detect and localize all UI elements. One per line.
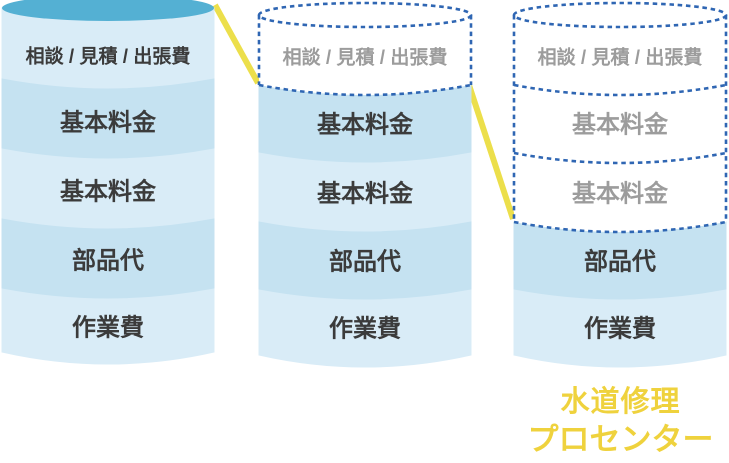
segment-label: 相談 / 見積 / 出張費 bbox=[26, 45, 191, 68]
brand-logo: 水道修理 プロセンター bbox=[512, 383, 729, 459]
cylinder-top-face bbox=[2, 0, 214, 21]
brand-logo-line-2: プロセンター bbox=[527, 422, 714, 457]
dashed-boundary-arc-3 bbox=[513, 220, 727, 234]
cylinder-top-face-dashed bbox=[512, 1, 728, 29]
segment-label: 基本料金 bbox=[60, 177, 157, 205]
cut-slash-line-1 bbox=[212, 3, 261, 85]
cylinder-2-partially-waived: 相談 / 見積 / 出張費 基本料金 基本料金 部品代 作業費 bbox=[257, 1, 473, 368]
cylinder-1-full-price: 相談 / 見積 / 出張費 基本料金 基本料金 部品代 作業費 bbox=[1, 0, 215, 365]
segment-label: 基本料金 bbox=[572, 179, 669, 207]
segment-label: 部品代 bbox=[329, 247, 401, 275]
segment-label: 作業費 bbox=[584, 315, 656, 342]
segment-label: 基本料金 bbox=[317, 110, 414, 138]
dashed-boundary-arc-2 bbox=[513, 151, 727, 165]
segment-label: 相談 / 見積 / 出張費 bbox=[283, 46, 448, 69]
dashed-boundary-arc-1 bbox=[513, 83, 727, 97]
segment-labor-cost bbox=[1, 288, 215, 365]
segment-label: 相談 / 見積 / 出張費 bbox=[538, 46, 703, 69]
brand-logo-line-1: 水道修理 bbox=[560, 386, 681, 418]
segment-label: 基本料金 bbox=[572, 110, 669, 138]
segment-label: 基本料金 bbox=[60, 108, 157, 136]
segment-labor-cost bbox=[513, 289, 727, 368]
segment-label: 部品代 bbox=[72, 246, 144, 274]
cylinder-top-face-dashed bbox=[257, 1, 473, 29]
segment-label: 作業費 bbox=[329, 315, 401, 342]
cylinder-3-pro-center: 相談 / 見積 / 出張費 基本料金 基本料金 部品代 作業費 bbox=[512, 1, 728, 368]
waived-segment-body bbox=[259, 15, 471, 95]
segment-labor-cost bbox=[258, 289, 472, 368]
segment-label: 基本料金 bbox=[317, 179, 414, 207]
segment-label: 部品代 bbox=[584, 247, 656, 275]
waived-segments-body bbox=[514, 15, 726, 232]
dashed-boundary-arc bbox=[258, 83, 472, 97]
cut-slash-line-2 bbox=[466, 84, 516, 220]
segment-label: 作業費 bbox=[72, 314, 144, 341]
